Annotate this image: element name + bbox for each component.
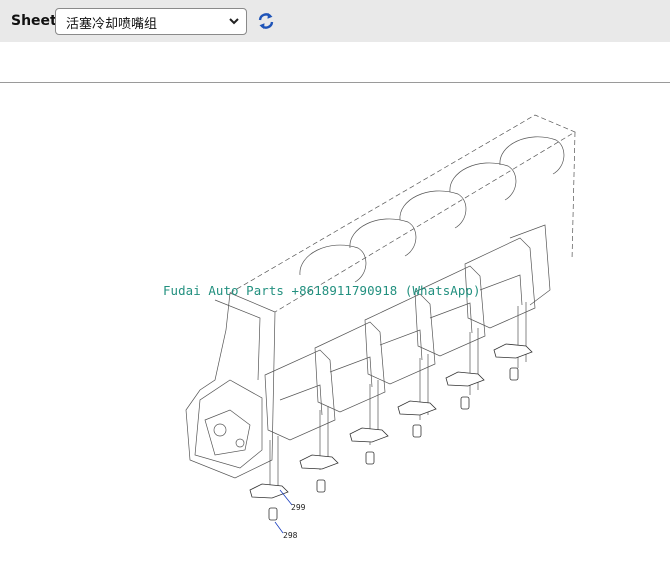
blank-strip xyxy=(0,42,670,82)
engine-block-drawing xyxy=(185,114,576,534)
callout-298[interactable]: 298 xyxy=(283,531,298,540)
refresh-icon[interactable] xyxy=(256,11,276,31)
sheet-select[interactable]: 活塞冷却喷嘴组 xyxy=(55,8,247,35)
sheet-label: Sheet xyxy=(11,13,57,29)
divider xyxy=(0,82,670,83)
callout-299[interactable]: 299 xyxy=(291,503,306,512)
chevron-down-icon xyxy=(229,18,239,25)
toolbar: Sheet 活塞冷却喷嘴组 xyxy=(0,0,670,42)
watermark-text: Fudai Auto Parts +8618911790918 (WhatsAp… xyxy=(163,283,481,298)
parts-diagram: Fudai Auto Parts +8618911790918 (WhatsAp… xyxy=(0,83,670,577)
sheet-select-value: 活塞冷却喷嘴组 xyxy=(66,17,158,32)
